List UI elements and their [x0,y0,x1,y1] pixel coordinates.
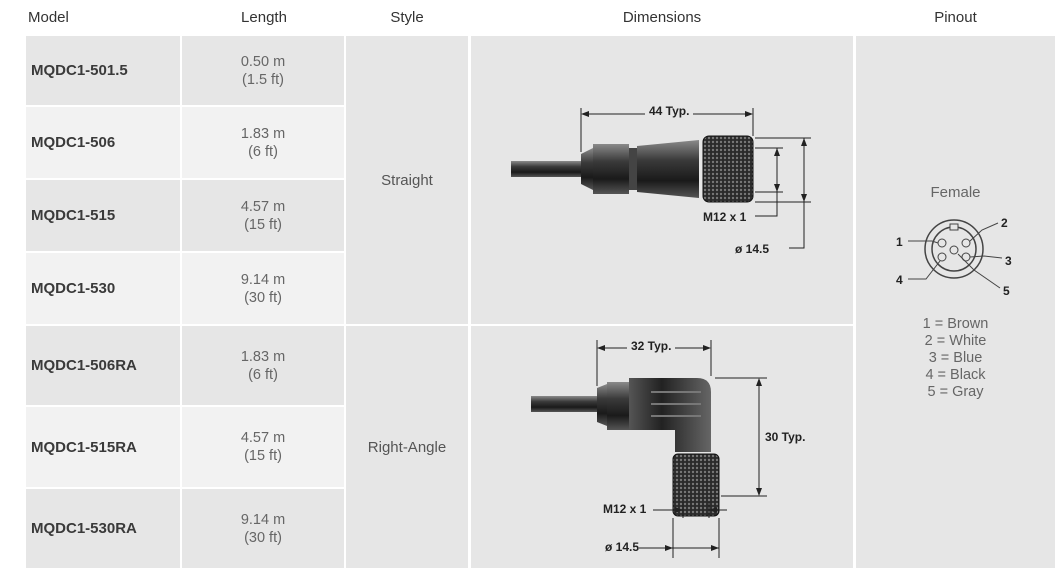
pin-number-1: 1 [896,235,903,249]
arrow [703,345,711,351]
style-cell-straight: Straight [346,36,468,324]
pin-leader [908,260,941,280]
body-ring [629,148,637,190]
arrow [801,138,807,146]
pin-leader [957,253,1001,289]
model-cell: MQDC1-515RA [26,407,180,487]
header-model: Model [28,9,69,26]
legend-item: 5 = Gray [927,384,984,400]
connector-face-inner [931,226,977,272]
arrow [675,507,683,513]
length-cell: 0.50 m (1.5 ft) [182,36,344,105]
arrow [801,194,807,202]
dim-label-length: 44 Typ. [645,104,694,118]
length-metric: 1.83 m [240,125,286,142]
length-metric: 9.14 m [240,511,286,528]
length-cell: 4.57 m (15 ft) [182,407,344,487]
connector-taper [637,140,699,198]
pinout-cell: Female 1 2 3 4 5 1 = Brown 2 = White 3 =… [856,36,1055,568]
dim-label-diameter: ø 14.5 [735,242,770,256]
header-length: Length [241,9,287,26]
pin-leader [969,255,1003,259]
keyway [949,223,959,231]
model-cell: MQDC1-501.5 [26,36,180,105]
length-imperial: (1.5 ft) [242,71,284,88]
length-cell: 9.14 m (30 ft) [182,489,344,568]
model-cell: MQDC1-530 [26,253,180,324]
dimensions-drawing-straight: 44 Typ. M12 x 1 ø 14.5 [471,36,853,324]
dimensions-drawing-right-angle: 32 Typ. 30 Typ. M12 x 1 ø 14.5 [471,326,853,568]
style-cell-right-angle: Right-Angle [346,326,468,568]
arrow [597,345,605,351]
pin-number-4: 4 [896,273,903,287]
header-pinout: Pinout [934,9,977,26]
pin-number-2: 2 [1001,216,1008,230]
straight-connector-drawing [511,108,811,249]
pin-leader [908,240,939,244]
pin-5 [949,245,959,255]
length-imperial: (30 ft) [244,529,282,546]
pin-number-3: 3 [1005,254,1012,268]
legend-item: 1 = Brown [922,316,989,332]
header-dimensions: Dimensions [622,9,702,26]
arrow [774,148,780,156]
length-imperial: (6 ft) [248,366,278,383]
length-imperial: (15 ft) [244,216,282,233]
cable [511,161,581,177]
pinout-legend: 1 = Brown 2 = White 3 = Blue 4 = Black 5… [856,316,1055,401]
length-metric: 9.14 m [240,271,286,288]
leader-diameter [789,202,805,249]
arrow [581,111,589,117]
length-metric: 0.50 m [240,53,286,70]
pin-4 [937,252,947,262]
arrow [665,545,673,551]
model-cell: MQDC1-506 [26,107,180,178]
connector-body [593,144,629,194]
knurled-nut [672,453,720,517]
connector-body [607,382,629,430]
leader-thread [755,192,778,217]
knurled-nut [702,135,754,203]
length-cell: 4.57 m (15 ft) [182,180,344,251]
pinout-gender-label: Female [930,184,981,201]
arrow [711,545,719,551]
pin-leader [969,222,999,242]
arrow [756,488,762,496]
right-angle-connector-drawing [531,340,767,558]
connector-face-outer [924,219,984,279]
arrow [756,378,762,386]
strain-relief [581,148,593,190]
dim-label-thread: M12 x 1 [603,502,647,516]
length-imperial: (30 ft) [244,289,282,306]
pin-2 [961,238,971,248]
dim-label-length: 32 Typ. [627,339,676,353]
header-style: Style [390,9,424,26]
model-cell: MQDC1-506RA [26,326,180,405]
dim-label-height: 30 Typ. [765,430,806,444]
length-imperial: (15 ft) [244,448,282,464]
length-metric: 4.57 m [240,430,286,446]
dim-label-thread: M12 x 1 [703,210,747,224]
dim-label-diameter: ø 14.5 [605,540,640,554]
arrow [745,111,753,117]
length-cell: 9.14 m (30 ft) [182,253,344,324]
length-cell: 1.83 m (6 ft) [182,326,344,405]
arrow [774,184,780,192]
model-cell: MQDC1-515 [26,180,180,251]
pin-1 [937,238,947,248]
pin-number-5: 5 [1003,284,1010,298]
length-metric: 4.57 m [240,198,286,215]
length-metric: 1.83 m [240,348,286,365]
arrow [709,507,717,513]
model-cell: MQDC1-530RA [26,489,180,568]
strain-relief [597,384,607,426]
legend-item: 3 = Blue [928,350,983,366]
legend-item: 4 = Black [925,367,986,383]
length-cell: 1.83 m (6 ft) [182,107,344,178]
pinout-diagram [908,219,1003,289]
length-imperial: (6 ft) [248,143,278,160]
cable [531,396,597,412]
legend-item: 2 = White [924,333,987,349]
